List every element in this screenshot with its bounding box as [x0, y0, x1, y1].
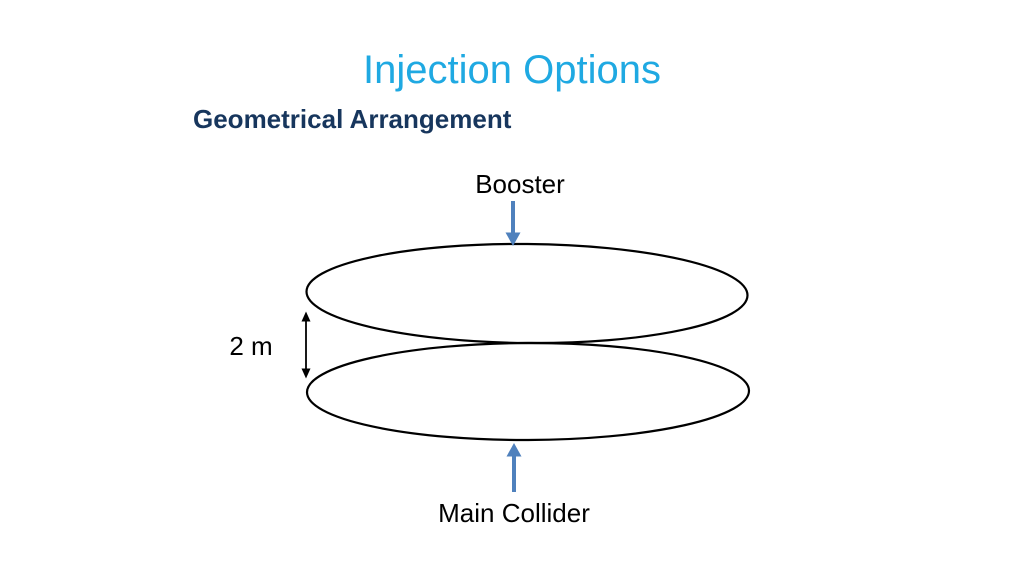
- main-collider-up-arrow: [506, 443, 522, 492]
- booster-arrow-head: [505, 232, 521, 246]
- distance-double-arrow: [301, 311, 311, 379]
- main-collider-label: Main Collider: [438, 498, 590, 528]
- distance-arrow-bottom-head: [301, 368, 311, 379]
- page-title: Injection Options: [363, 48, 661, 92]
- booster-injection-down-arrow: [505, 201, 521, 246]
- main-collider-ring-ellipse: [305, 341, 751, 442]
- distance-arrow-top-head: [301, 311, 311, 322]
- slide-subtitle: Geometrical Arrangement: [193, 104, 512, 134]
- booster-ring-ellipse: [305, 242, 749, 345]
- main-collider-arrow-head: [506, 443, 522, 457]
- booster-label: Booster: [475, 169, 565, 199]
- distance-label: 2 m: [229, 331, 273, 361]
